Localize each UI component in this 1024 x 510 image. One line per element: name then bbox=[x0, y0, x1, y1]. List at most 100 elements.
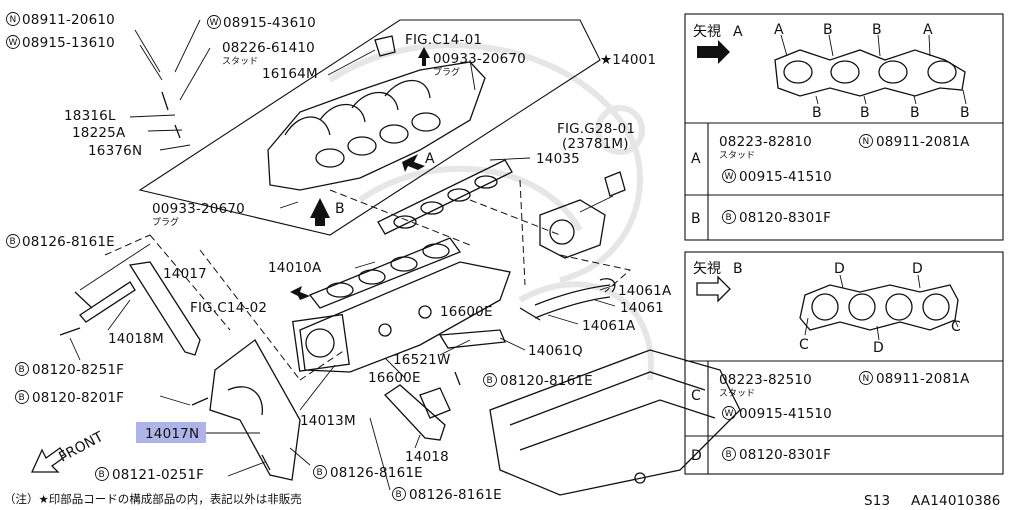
callout-14061A-b: 14061A bbox=[582, 318, 636, 334]
callout-14013M: 14013M bbox=[300, 413, 356, 429]
callout-08126-8161E-c: 08126-8161E bbox=[409, 487, 502, 503]
label-arrow-b: B bbox=[335, 201, 345, 217]
water-hoses bbox=[519, 278, 616, 321]
label-plug: プラグ bbox=[433, 66, 460, 78]
view-b-title: 矢視 bbox=[693, 261, 721, 277]
callout-fig-g28-01: FIG.G28-01 bbox=[557, 121, 635, 137]
dashed-guides bbox=[104, 179, 632, 381]
callout-08915-43610: 08915-43610 bbox=[223, 15, 316, 31]
intake-collector bbox=[267, 35, 486, 191]
front-arrow-icon bbox=[30, 447, 67, 473]
bracket-14018 bbox=[384, 384, 451, 441]
bracket-14017 bbox=[79, 261, 201, 356]
b-symbol: B bbox=[726, 450, 732, 460]
view-a-bottom-label: B bbox=[812, 105, 822, 121]
highlight-14017N bbox=[136, 422, 206, 443]
table-a-stud: スタッド bbox=[719, 150, 755, 161]
view-b-letter: B bbox=[733, 261, 743, 277]
table-b-part-08120-8301F: 08120-8301F bbox=[739, 447, 831, 463]
view-b-top-label: D bbox=[912, 261, 923, 277]
b-symbol: B bbox=[99, 470, 105, 480]
leader-lines bbox=[69, 19, 616, 491]
callout-16164M: 16164M bbox=[262, 66, 318, 82]
label-stud: スタッド bbox=[222, 56, 258, 67]
b-symbol: B bbox=[19, 393, 25, 403]
callout-00933-20670-bot: 00933-20670 bbox=[152, 201, 245, 217]
callout-16376N: 16376N bbox=[88, 143, 142, 159]
callout-08120-8201F: 08120-8201F bbox=[32, 390, 124, 406]
callout-16600E-a: 16600E bbox=[440, 304, 493, 320]
table-a-key-a: A bbox=[691, 151, 701, 167]
arrow-a-icon bbox=[402, 154, 425, 172]
n-symbol: N bbox=[863, 374, 870, 384]
footer-model: S13 bbox=[864, 493, 890, 509]
callout-18225A: 18225A bbox=[72, 125, 126, 141]
flange-a bbox=[774, 49, 966, 97]
callout-14017-top: 14017 bbox=[163, 266, 207, 282]
table-a-w-00915-41510: 00915-41510 bbox=[739, 169, 832, 185]
callout-08120-8161E: 08120-8161E bbox=[500, 373, 593, 389]
assembly-frame bbox=[138, 19, 601, 236]
table-b-n-08911-2081A: 08911-2081A bbox=[876, 371, 970, 387]
callout-08911-20610: 08911-20610 bbox=[22, 12, 115, 28]
arrow-fig-c14-02-icon bbox=[290, 286, 310, 300]
arrow-b-icon bbox=[310, 198, 330, 226]
n-symbol: N bbox=[10, 15, 17, 25]
detail-panel-a: 矢視 A A B B A B B B B A 08223-82810 スタッド … bbox=[684, 13, 1004, 241]
table-b-key-d: D bbox=[691, 448, 702, 464]
view-a-title: 矢視 bbox=[693, 24, 721, 40]
w-symbol: W bbox=[725, 409, 734, 419]
view-a-bottom-label: B bbox=[960, 105, 970, 121]
callouts: N 08911-20610 W 08915-43610 W 08915-1361… bbox=[6, 12, 672, 503]
callout-fig-c14-01: FIG.C14-01 bbox=[405, 32, 482, 48]
view-a-top-label: B bbox=[823, 22, 833, 38]
table-b-w-00915-41510: 00915-41510 bbox=[739, 406, 832, 422]
view-a-bottom-label: B bbox=[860, 105, 870, 121]
view-b-right-label: C bbox=[951, 319, 961, 335]
n-symbol: N bbox=[863, 137, 870, 147]
collector-gasket bbox=[377, 159, 513, 235]
callout-16600E-b: 16600E bbox=[368, 370, 421, 386]
label-arrow-a: A bbox=[425, 151, 435, 167]
table-a-part-08120-8301F: 08120-8301F bbox=[739, 210, 831, 226]
callout-14061A-a: 14061A bbox=[618, 283, 672, 299]
table-b-part-08223-82510: 08223-82510 bbox=[719, 372, 812, 388]
view-a-arrow-icon bbox=[697, 40, 730, 64]
bracket-14017N bbox=[209, 339, 301, 481]
view-b-top-label: D bbox=[834, 261, 845, 277]
table-b-stud: スタッド bbox=[719, 388, 755, 399]
callout-08915-13610: 08915-13610 bbox=[22, 35, 115, 51]
callout-14017N: 14017N bbox=[145, 426, 199, 442]
b-symbol: B bbox=[487, 376, 493, 386]
w-symbol: W bbox=[210, 18, 219, 28]
intake-manifold bbox=[292, 261, 511, 373]
view-a-top-label: A bbox=[923, 22, 933, 38]
b-symbol: B bbox=[19, 365, 25, 375]
callout-08226-61410: 08226-61410 bbox=[222, 40, 315, 56]
w-symbol: W bbox=[725, 172, 734, 182]
footer: （注）★印部品コードの構成部品の内，表記以外は非販売 S13 AA1401038… bbox=[4, 492, 1001, 509]
w-symbol: W bbox=[9, 38, 18, 48]
callout-14061Q: 14061Q bbox=[528, 343, 583, 359]
callout-08120-8251F: 08120-8251F bbox=[32, 362, 124, 378]
table-a-key-b: B bbox=[691, 211, 701, 227]
label-plug: プラグ bbox=[152, 216, 179, 228]
arrow-up-icon bbox=[418, 47, 430, 66]
footer-code: AA14010386 bbox=[911, 493, 1001, 509]
callout-fig-g28-sub: (23781M) bbox=[562, 136, 629, 152]
callout-08126-8161E-a: 08126-8161E bbox=[22, 234, 115, 250]
view-b-left-label: C bbox=[799, 337, 809, 353]
callout-14061: 14061 bbox=[620, 300, 664, 316]
flange-b bbox=[799, 284, 959, 331]
callout-14010A: 14010A bbox=[268, 260, 322, 276]
callout-14001: ★14001 bbox=[600, 52, 656, 68]
view-a-top-label: B bbox=[872, 22, 882, 38]
table-a-part-08223-82810: 08223-82810 bbox=[719, 134, 812, 150]
callout-08121-0251F: 08121-0251F bbox=[112, 467, 204, 483]
footer-note: （注）★印部品コードの構成部品の内，表記以外は非販売 bbox=[4, 492, 302, 506]
view-b-bottom-label: D bbox=[873, 340, 884, 356]
b-symbol: B bbox=[317, 468, 323, 478]
callout-16521W: 16521W bbox=[393, 352, 451, 368]
table-a-n-08911-2081A: 08911-2081A bbox=[876, 134, 970, 150]
